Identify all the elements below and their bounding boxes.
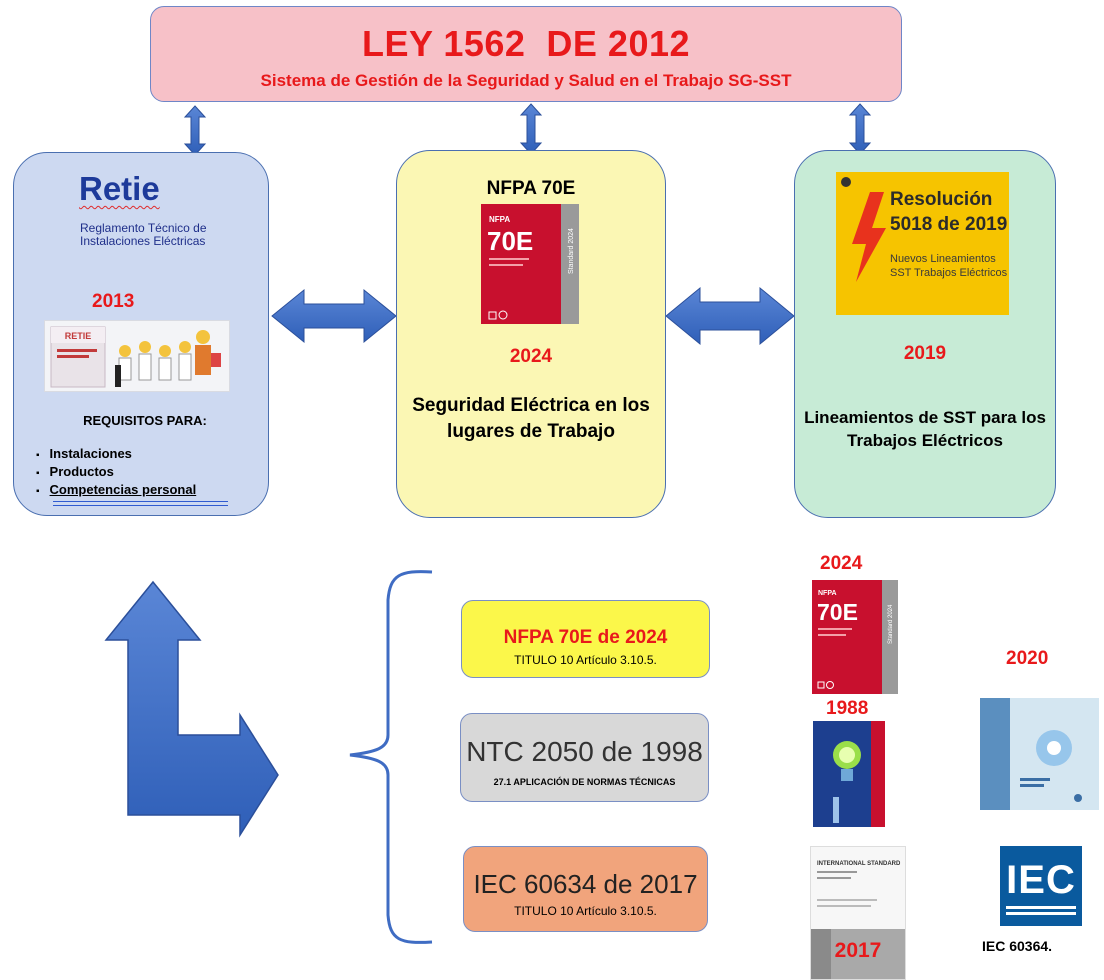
- ley-1562-banner: LEY 1562 DE 2012 Sistema de Gestión de l…: [150, 6, 902, 102]
- vertical-double-arrow-right: [848, 103, 872, 155]
- retie-requirements-list: Instalaciones Productos Competencias per…: [36, 446, 197, 500]
- retie-illustration-image: RETIE: [44, 320, 230, 392]
- iec-standard-year: 2017: [834, 939, 882, 962]
- nfpa-book-cover: NFPA 70E Standard 2024: [481, 204, 579, 324]
- code-2020-year: 2020: [1006, 648, 1049, 669]
- horizontal-double-arrow-left: [271, 288, 397, 344]
- svg-text:70E: 70E: [487, 226, 533, 256]
- svg-text:NFPA: NFPA: [818, 590, 837, 597]
- svg-text:Standard 2024: Standard 2024: [888, 604, 894, 644]
- resolucion-year: 2019: [903, 343, 947, 364]
- standard-iec-box: IEC 60634 de 2017 TITULO 10 Artículo 3.1…: [463, 846, 708, 932]
- standard-nfpa-sub: TITULO 10 Artículo 3.10.5.: [514, 653, 657, 667]
- list-item-link[interactable]: Competencias personal: [36, 482, 197, 500]
- ntc-book-cover: [813, 721, 885, 827]
- ntc-cover-year: 1988: [826, 698, 869, 719]
- codigo-electrico-2020-cover: [980, 698, 1099, 810]
- list-item: Instalaciones: [36, 446, 196, 464]
- svg-text:Standard 2024: Standard 2024: [568, 228, 575, 274]
- retie-year: 2013: [92, 291, 135, 312]
- nfpa-caption: Seguridad Eléctrica en los lugares de Tr…: [412, 395, 650, 442]
- resolucion-poster: [836, 172, 1009, 315]
- svg-text:70E: 70E: [817, 599, 858, 625]
- retie-requirements-title: REQUISITOS PARA:: [83, 413, 207, 428]
- vertical-double-arrow-center: [519, 103, 543, 155]
- retie-image-banner: RETIE: [65, 331, 92, 341]
- retie-subtitle: Reglamento Técnico de Instalaciones Eléc…: [80, 221, 207, 248]
- iec-caption: IEC 60364.: [982, 938, 1053, 954]
- resolucion-title: Resolución 5018 de 2019: [890, 189, 1008, 235]
- resolucion-caption: Lineamientos de SST para los Trabajos El…: [804, 408, 1046, 450]
- standard-iec-sub: TITULO 10 Artículo 3.10.5.: [514, 904, 657, 918]
- banner-title: LEY 1562 DE 2012: [361, 23, 691, 64]
- standard-nfpa-title: NFPA 70E de 2024: [503, 627, 668, 648]
- nfpa-book-cover-small: NFPA 70E Standard 2024: [812, 580, 898, 694]
- nfpa-cover-year: 2024: [820, 553, 863, 574]
- standard-iec-title: IEC 60634 de 2017: [473, 869, 698, 899]
- list-item: Productos: [36, 464, 196, 482]
- standard-ntc-title: NTC 2050 de 1998: [466, 736, 703, 767]
- svg-text:NFPA: NFPA: [489, 215, 510, 224]
- standard-ntc-box: NTC 2050 de 1998 27.1 APLICACIÓN DE NORM…: [460, 713, 709, 802]
- nfpa-title: NFPA 70E: [486, 178, 576, 199]
- curly-brace: [349, 570, 433, 944]
- horizontal-double-arrow-right: [665, 286, 795, 346]
- nfpa-year: 2024: [509, 346, 553, 367]
- iec-logo-text: IEC: [1006, 858, 1076, 902]
- retie-link-underline: [53, 501, 228, 506]
- svg-text:INTERNATIONAL STANDARD: INTERNATIONAL STANDARD: [817, 861, 901, 867]
- iec-standard-cover: INTERNATIONAL STANDARD: [810, 846, 906, 980]
- iec-logo: [1000, 846, 1082, 926]
- standard-nfpa-box: NFPA 70E de 2024 TITULO 10 Artículo 3.10…: [461, 600, 710, 678]
- banner-subtitle: Sistema de Gestión de la Seguridad y Sal…: [260, 71, 792, 90]
- vertical-double-arrow-left: [183, 105, 207, 156]
- standard-ntc-sub: 27.1 APLICACIÓN DE NORMAS TÉCNICAS: [493, 777, 676, 787]
- resolucion-subtitle: Nuevos Lineamientos SST Trabajos Eléctri…: [890, 253, 1008, 279]
- retie-logo: Retie: [79, 170, 160, 207]
- l-shaped-double-arrow: [104, 580, 279, 838]
